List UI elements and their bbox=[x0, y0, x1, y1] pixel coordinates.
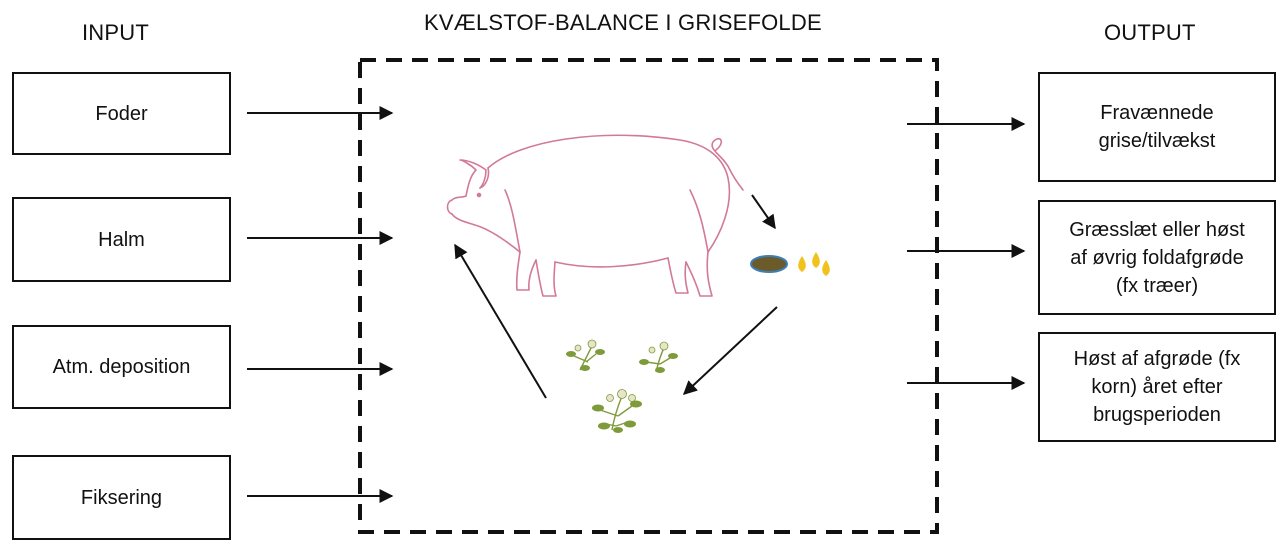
pig-illustration bbox=[448, 135, 744, 296]
system-boundary bbox=[360, 60, 937, 532]
arrow-pig-to-manure bbox=[752, 195, 775, 228]
manure-urine-icon bbox=[751, 252, 830, 276]
arrow-manure-to-plants bbox=[684, 307, 777, 394]
plants-icon bbox=[566, 340, 678, 433]
